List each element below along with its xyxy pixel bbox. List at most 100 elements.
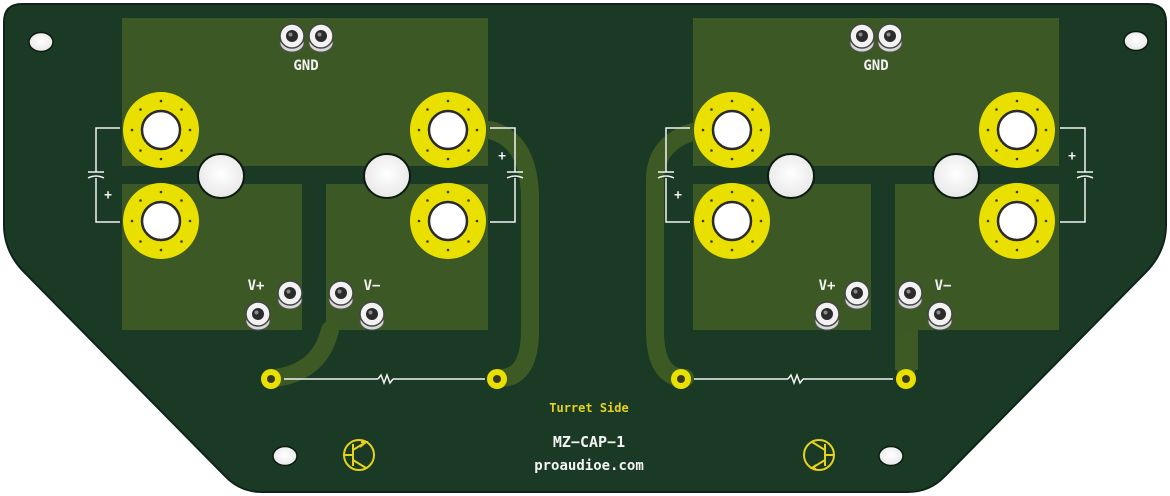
via-dot: [180, 240, 183, 243]
terminal-pin: [279, 23, 305, 53]
via-dot: [426, 240, 429, 243]
terminal-pin: [814, 301, 840, 331]
gnd-label-left: GND: [293, 58, 318, 74]
website-label: proaudioe.com: [534, 458, 644, 474]
transistor-npn-icon: [803, 439, 835, 471]
cap-plus-label: +: [498, 149, 506, 164]
via-dot: [710, 108, 713, 111]
via-dot: [730, 99, 734, 103]
capacitor-icon: [87, 127, 1094, 223]
via-dot: [446, 157, 450, 161]
via-dot: [180, 199, 183, 202]
turret-pad: [410, 183, 486, 259]
turret-pad: [694, 183, 770, 259]
via-dot: [1036, 149, 1039, 152]
turret-pad: [979, 92, 1055, 168]
turret-pad: [694, 92, 770, 168]
via-dot: [426, 199, 429, 202]
via-dot: [751, 149, 754, 152]
via-dot: [1036, 108, 1039, 111]
via-dot: [159, 190, 163, 194]
via-dot: [180, 149, 183, 152]
cap-plus-label: +: [104, 188, 112, 203]
cap-plus-label: +: [1068, 149, 1076, 164]
via-dot: [139, 199, 142, 202]
via-dot: [1036, 240, 1039, 243]
terminal-pin: [927, 301, 953, 331]
via-dot: [159, 248, 163, 252]
via-dot: [759, 219, 763, 223]
via-dot: [446, 248, 450, 252]
via-dot: [139, 108, 142, 111]
via-dot: [751, 199, 754, 202]
copper-traces: [266, 121, 915, 387]
resistor-pads: [261, 369, 916, 389]
terminal-pin: [308, 23, 334, 53]
via-dot: [1044, 219, 1048, 223]
via-dot: [995, 149, 998, 152]
via-dot: [467, 240, 470, 243]
via-dot: [1015, 99, 1019, 103]
terminal-pins: [245, 23, 953, 331]
turret-pad: [410, 92, 486, 168]
via-dot: [1036, 199, 1039, 202]
via-dot: [139, 149, 142, 152]
via-dot: [446, 99, 450, 103]
turret-side-label: Turret Side: [549, 401, 628, 415]
via-dot: [188, 128, 192, 132]
via-dot: [1015, 157, 1019, 161]
cap-plus-label: +: [674, 188, 682, 203]
via-dot: [475, 219, 479, 223]
mounting-holes: [28, 30, 1149, 467]
via-dot: [130, 219, 134, 223]
vminus-label-left: V−: [364, 278, 381, 294]
terminal-pin: [245, 301, 271, 331]
turret-pad: [979, 183, 1055, 259]
via-dot: [995, 199, 998, 202]
part-number-label: MZ−CAP−1: [553, 433, 625, 451]
via-dot: [130, 128, 134, 132]
via-dot: [159, 157, 163, 161]
via-dot: [467, 199, 470, 202]
turret-pad: [123, 183, 199, 259]
transistor-pnp-icon: [343, 439, 375, 471]
gnd-label-right: GND: [863, 58, 888, 74]
via-dot: [467, 108, 470, 111]
via-dot: [986, 128, 990, 132]
via-dot: [730, 157, 734, 161]
via-dot: [710, 240, 713, 243]
vminus-label-right: V−: [935, 278, 952, 294]
via-dot: [417, 219, 421, 223]
via-dot: [710, 149, 713, 152]
via-dot: [467, 149, 470, 152]
pad-via-dots: [130, 99, 1048, 252]
terminal-pin: [877, 23, 903, 53]
via-dot: [751, 108, 754, 111]
vplus-label-right: V+: [819, 278, 836, 294]
resistor-icon: [284, 372, 893, 386]
via-dot: [710, 199, 713, 202]
center-holes: [197, 153, 980, 199]
via-dot: [475, 128, 479, 132]
turret-pad: [123, 92, 199, 168]
vplus-label-left: V+: [248, 278, 265, 294]
via-dot: [995, 108, 998, 111]
via-dot: [188, 219, 192, 223]
terminal-pin: [849, 23, 875, 53]
turret-pads: [123, 92, 1055, 259]
via-dot: [759, 128, 763, 132]
via-dot: [701, 128, 705, 132]
via-dot: [1044, 128, 1048, 132]
terminal-pin: [897, 280, 923, 310]
via-dot: [986, 219, 990, 223]
terminal-pin: [844, 280, 870, 310]
via-dot: [1015, 190, 1019, 194]
via-dot: [995, 240, 998, 243]
via-dot: [446, 190, 450, 194]
via-dot: [1015, 248, 1019, 252]
via-dot: [701, 219, 705, 223]
via-dot: [139, 240, 142, 243]
via-dot: [159, 99, 163, 103]
via-dot: [730, 190, 734, 194]
